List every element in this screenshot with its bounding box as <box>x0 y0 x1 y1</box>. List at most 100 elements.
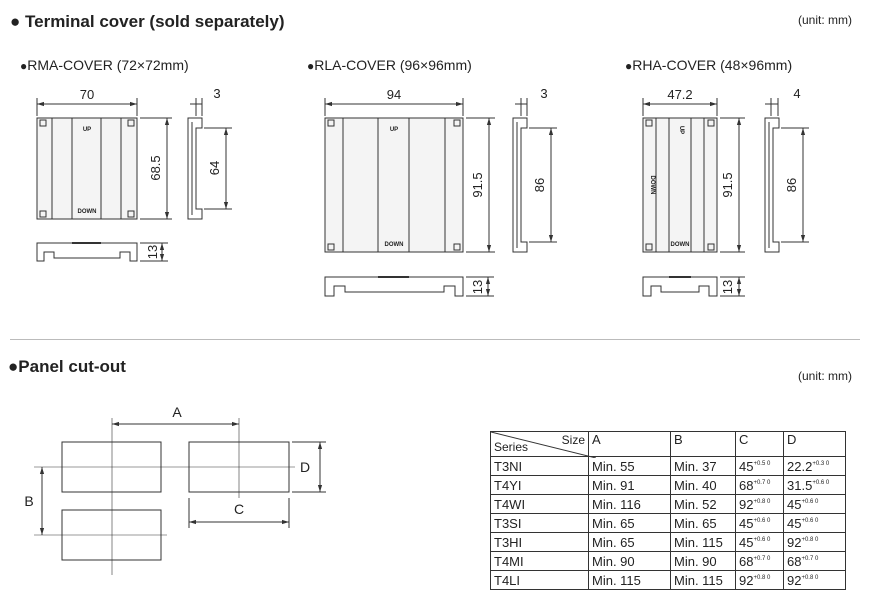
model-label-rha: ●RHA-COVER (48×96mm) <box>625 57 793 73</box>
rha-front-view <box>642 117 718 253</box>
cell-series: T4LI <box>490 570 589 590</box>
panel-cutout-unit: (unit: mm) <box>798 369 852 383</box>
panel-cutout-drawing: A B C D <box>24 404 326 575</box>
cell-b: Min. 115 <box>670 570 736 590</box>
cell-b: Min. 37 <box>670 456 736 476</box>
rha-side-view <box>764 117 780 253</box>
cutout-label-a: A <box>172 404 182 420</box>
rma-front-view <box>36 117 138 220</box>
cell-d-tolerance: +0.6 0 <box>801 499 819 506</box>
cell-a: Min. 116 <box>588 494 671 514</box>
rla-side-view <box>512 117 528 253</box>
rla-front-view <box>324 117 464 253</box>
cutout-label-d: D <box>300 459 310 475</box>
table-header-series-size: Size Series <box>490 431 596 458</box>
cell-series: T4YI <box>490 475 589 495</box>
cell-a: Min. 55 <box>588 456 671 476</box>
rha-width-label: 47.2 <box>667 87 692 102</box>
cell-a: Min. 115 <box>588 570 671 590</box>
rma-thickness-label: 13 <box>145 245 160 259</box>
cell-d-tolerance: +0.8 0 <box>801 575 819 582</box>
cell-c-tolerance: +0.8 0 <box>753 499 771 506</box>
cell-d-tolerance: +0.8 0 <box>801 537 819 544</box>
cell-d: 22.2+0.3 0 <box>783 456 846 476</box>
cell-c: 45+0.6 0 <box>735 532 784 552</box>
rha-down-mark-side: DOWN <box>649 176 655 195</box>
cell-d: 31.5+0.6 0 <box>783 475 846 495</box>
table-header-b: B <box>670 431 736 457</box>
table-header-a: A <box>588 431 671 457</box>
cell-b: Min. 65 <box>670 513 736 533</box>
model-label-rla: ●RLA-COVER (96×96mm) <box>307 57 472 73</box>
rma-inner-height-label: 64 <box>207 161 222 175</box>
rha-thickness-label: 13 <box>720 280 735 294</box>
cell-c-tolerance: +0.7 0 <box>753 556 771 563</box>
rma-side-view <box>187 117 203 220</box>
terminal-cover-unit: (unit: mm) <box>798 13 852 27</box>
cell-a: Min. 91 <box>588 475 671 495</box>
rma-up-mark: UP <box>83 127 91 133</box>
rla-top-view <box>324 276 464 297</box>
cell-series: T3SI <box>490 513 589 533</box>
cell-series: T3HI <box>490 532 589 552</box>
cell-d-tolerance: +0.6 0 <box>801 518 819 525</box>
cell-d-tolerance: +0.7 0 <box>801 556 819 563</box>
cell-c-tolerance: +0.7 0 <box>753 480 771 487</box>
cutout-label-c: C <box>234 501 244 517</box>
rla-inner-height-label: 86 <box>532 178 547 192</box>
cell-a: Min. 65 <box>588 513 671 533</box>
cell-c: 92+0.8 0 <box>735 570 784 590</box>
cell-c-tolerance: +0.5 0 <box>753 461 771 468</box>
table-header-c: C <box>735 431 784 457</box>
cell-d: 92+0.8 0 <box>783 532 846 552</box>
rma-depth-label: 3 <box>213 86 220 101</box>
panel-cutout-title: Panel cut-out <box>18 357 126 376</box>
cell-series: T4MI <box>490 551 589 571</box>
cell-b: Min. 40 <box>670 475 736 495</box>
cell-c: 45+0.5 0 <box>735 456 784 476</box>
cell-b: Min. 52 <box>670 494 736 514</box>
rha-top-view <box>642 276 718 297</box>
terminal-cover-heading: ● Terminal cover (sold separately) <box>10 12 285 31</box>
rma-width-label: 70 <box>80 87 94 102</box>
cell-series: T4WI <box>490 494 589 514</box>
cell-d: 45+0.6 0 <box>783 494 846 514</box>
cutout-label-b: B <box>24 493 33 509</box>
cell-c: 68+0.7 0 <box>735 475 784 495</box>
cell-a: Min. 65 <box>588 532 671 552</box>
cell-series: T3NI <box>490 456 589 476</box>
rha-inner-height-label: 86 <box>784 178 799 192</box>
cell-d: 68+0.7 0 <box>783 551 846 571</box>
rla-down-mark: DOWN <box>385 242 404 248</box>
cell-d-tolerance: +0.3 0 <box>812 461 830 468</box>
rma-down-mark: DOWN <box>78 209 97 215</box>
cell-a: Min. 90 <box>588 551 671 571</box>
rha-depth-label: 4 <box>793 86 800 101</box>
rha-up-mark: UP <box>678 126 684 134</box>
model-label-rma: ●RMA-COVER (72×72mm) <box>20 57 189 73</box>
terminal-cover-title: Terminal cover (sold separately) <box>25 12 285 31</box>
rha-height-label: 91.5 <box>720 172 735 197</box>
rma-top-view <box>36 242 138 262</box>
rla-up-mark: UP <box>390 127 398 133</box>
cell-b: Min. 90 <box>670 551 736 571</box>
cell-c-tolerance: +0.8 0 <box>753 575 771 582</box>
cell-c: 68+0.7 0 <box>735 551 784 571</box>
cell-d: 92+0.8 0 <box>783 570 846 590</box>
cell-b: Min. 115 <box>670 532 736 552</box>
rla-width-label: 94 <box>387 87 401 102</box>
cell-c-tolerance: +0.6 0 <box>753 537 771 544</box>
rha-down-mark: DOWN <box>671 242 690 248</box>
cell-c-tolerance: +0.6 0 <box>753 518 771 525</box>
rla-depth-label: 3 <box>540 86 547 101</box>
cell-d: 45+0.6 0 <box>783 513 846 533</box>
rla-height-label: 91.5 <box>470 172 485 197</box>
rla-thickness-label: 13 <box>470 280 485 294</box>
